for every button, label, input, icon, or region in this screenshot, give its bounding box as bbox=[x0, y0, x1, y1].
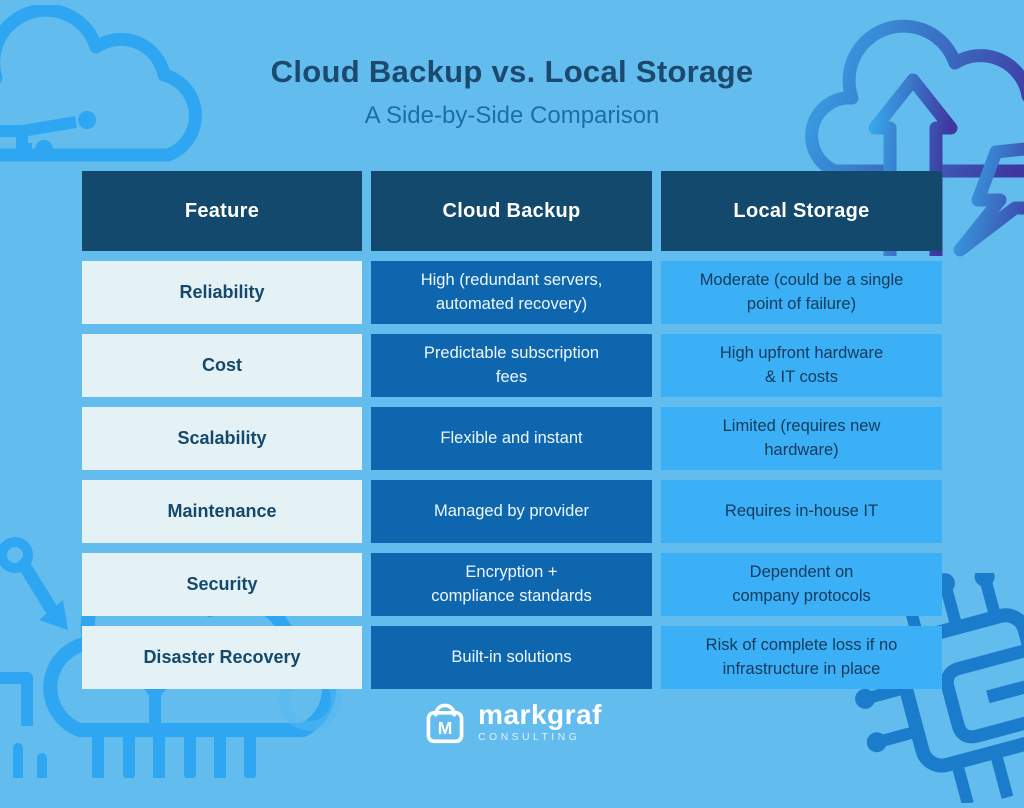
brand-subtitle: CONSULTING bbox=[478, 731, 581, 743]
header-cloud-backup: Cloud Backup bbox=[371, 171, 652, 251]
row-disaster-recovery-local: Risk of complete loss if no infrastructu… bbox=[661, 626, 942, 689]
row-security-cloud: Encryption + compliance standards bbox=[371, 553, 652, 616]
header-local-storage: Local Storage bbox=[661, 171, 942, 251]
row-disaster-recovery-feature: Disaster Recovery bbox=[82, 626, 362, 689]
circuit-arrow-left-icon bbox=[0, 515, 90, 665]
row-disaster-recovery-cloud: Built-in solutions bbox=[371, 626, 652, 689]
markgraf-lock-icon: M bbox=[426, 703, 464, 744]
header-feature: Feature bbox=[82, 171, 362, 251]
row-scalability-feature: Scalability bbox=[82, 407, 362, 470]
comparison-table: Feature Cloud Backup Local Storage Relia… bbox=[82, 171, 942, 689]
row-security-local: Dependent on company protocols bbox=[661, 553, 942, 616]
row-cost-cloud: Predictable subscription fees bbox=[371, 334, 652, 397]
row-cost-feature: Cost bbox=[82, 334, 362, 397]
row-security-feature: Security bbox=[82, 553, 362, 616]
logo-letter: M bbox=[438, 718, 453, 738]
row-maintenance-local: Requires in-house IT bbox=[661, 480, 942, 543]
cloud-circuit-top-left-icon bbox=[0, 3, 220, 175]
row-reliability-local: Moderate (could be a single point of fai… bbox=[661, 261, 942, 324]
page-subtitle: A Side-by-Side Comparison bbox=[364, 102, 660, 129]
row-reliability-cloud: High (redundant servers, automated recov… bbox=[371, 261, 652, 324]
row-cost-local: High upfront hardware & IT costs bbox=[661, 334, 942, 397]
page-title: Cloud Backup vs. Local Storage bbox=[270, 54, 754, 89]
brand-logo: M markgraf CONSULTING bbox=[0, 699, 1024, 745]
brand-name: markgraf bbox=[478, 699, 602, 730]
row-reliability-feature: Reliability bbox=[82, 261, 362, 324]
row-maintenance-feature: Maintenance bbox=[82, 480, 362, 543]
row-scalability-local: Limited (requires new hardware) bbox=[661, 407, 942, 470]
row-scalability-cloud: Flexible and instant bbox=[371, 407, 652, 470]
row-maintenance-cloud: Managed by provider bbox=[371, 480, 652, 543]
